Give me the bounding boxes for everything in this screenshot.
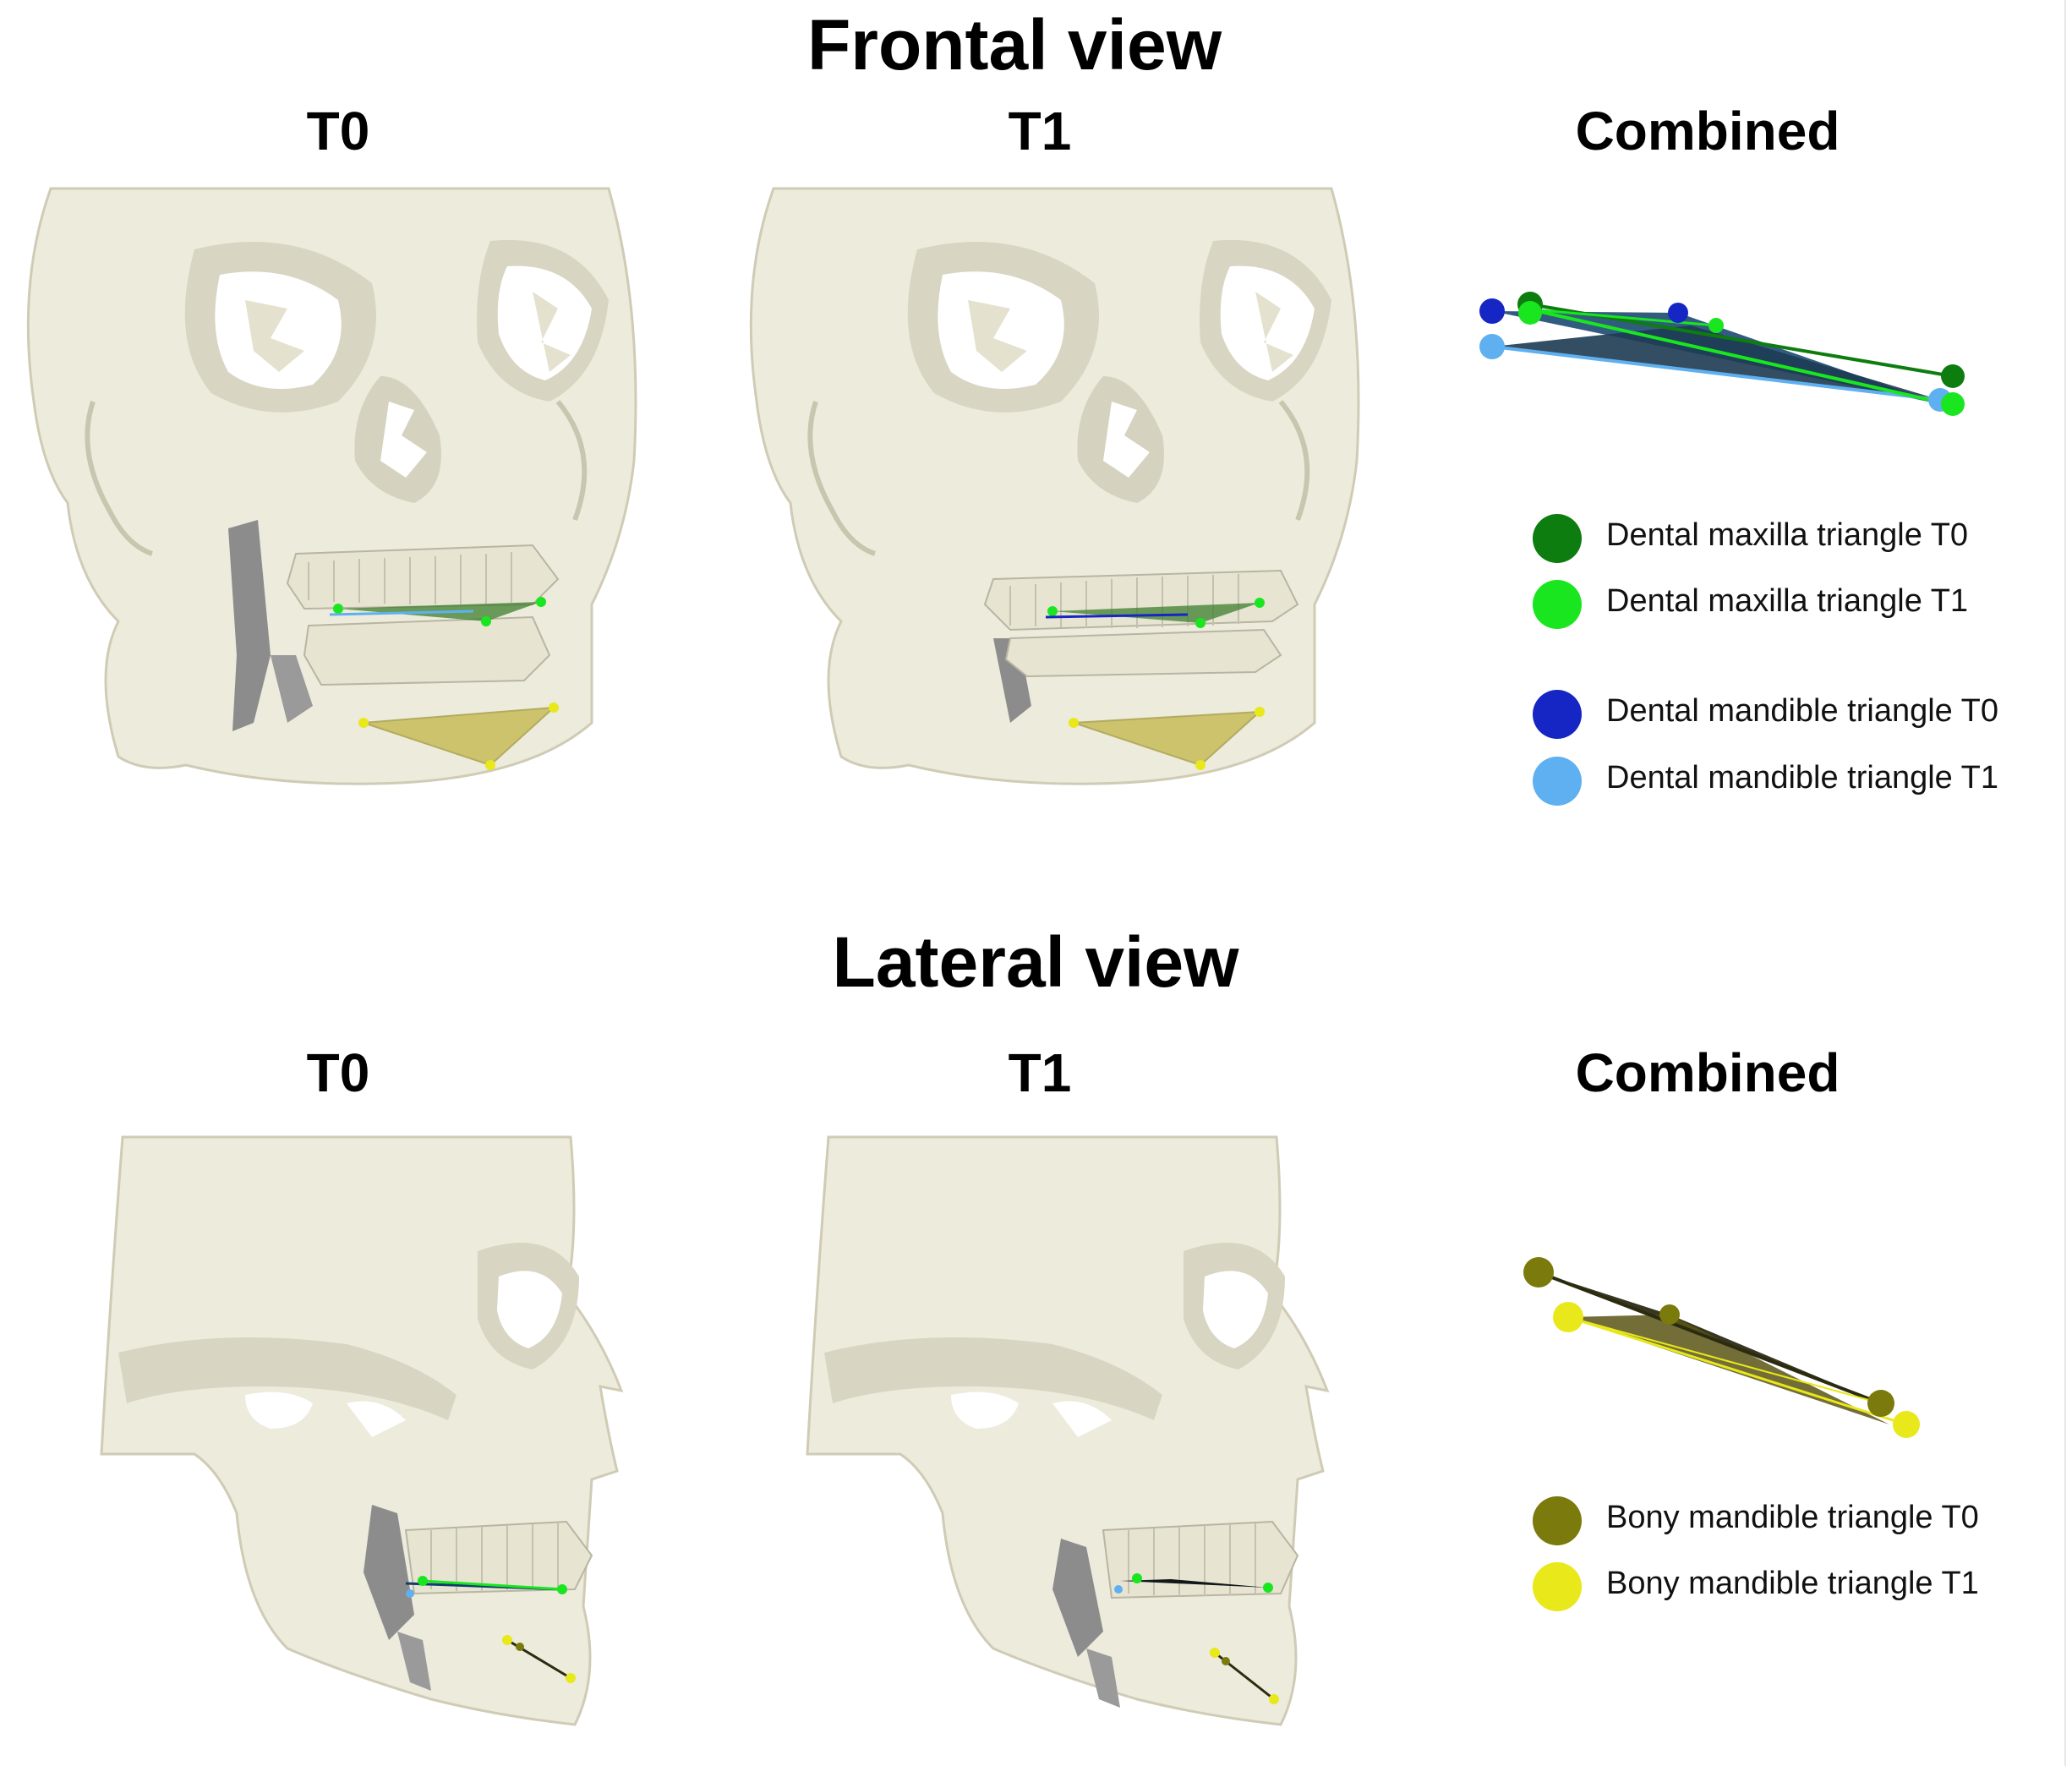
lateral-combined-triangles: [1523, 1257, 1920, 1438]
jaw-shadow: [364, 1505, 431, 1691]
teeth-upper: [286, 544, 560, 610]
zygomatic-arch: [118, 1337, 456, 1437]
frontal-t1-skull-image: [749, 187, 1360, 785]
bony-mandible-line: [502, 1635, 576, 1683]
frontal-view-title: Frontal view: [806, 5, 1222, 85]
right-orbit: [1200, 239, 1331, 402]
lateral-view-title: Lateral view: [832, 922, 1239, 1002]
skull-shape: [100, 1135, 624, 1726]
legend-dot-bony-t1: [1533, 1562, 1582, 1611]
orbit: [478, 1243, 579, 1370]
zygomatic-arch: [824, 1337, 1162, 1437]
skull-shape: [806, 1135, 1330, 1726]
legend-dot-mandible-t1: [1533, 757, 1582, 806]
dental-triangle-lateral: [405, 1576, 567, 1598]
legend-label-bony-t0: Bony mandible triangle T0: [1606, 1500, 1979, 1535]
dental-maxilla-triangle: [329, 597, 546, 626]
legend-label-maxilla-t1: Dental maxilla triangle T1: [1606, 583, 1969, 619]
legend-label-mandible-t1: Dental mandible triangle T1: [1606, 760, 1999, 796]
lateral-t1-title: T1: [1008, 1042, 1072, 1103]
jaw-shadow: [1052, 1539, 1120, 1708]
lateral-t0-title: T0: [306, 1042, 370, 1103]
legend-dot-bony-t0: [1533, 1496, 1582, 1545]
left-orbit: [184, 242, 376, 413]
lateral-t0-skull-image: [100, 1135, 624, 1726]
frontal-t1-title: T1: [1008, 101, 1072, 161]
legend-dot-maxilla-t1: [1533, 580, 1582, 629]
lateral-t1-skull-image: [806, 1135, 1330, 1726]
left-orbit: [907, 242, 1099, 413]
dark-gap: [228, 520, 313, 731]
frontal-t0-skull-image: [26, 187, 637, 785]
teeth-upper: [983, 569, 1299, 631]
frontal-combined-title: Combined: [1575, 101, 1840, 161]
legend-label-maxilla-t0: Dental maxilla triangle T0: [1606, 517, 1969, 553]
frontal-combined-triangles: [1479, 292, 1965, 416]
nasal-cavity: [354, 376, 441, 503]
dental-triangle-lateral: [1114, 1573, 1273, 1594]
nasal-cavity: [1077, 376, 1164, 503]
right-orbit: [477, 239, 609, 402]
teeth-lower: [303, 615, 551, 686]
orbit: [1184, 1243, 1285, 1370]
teeth-lower: [1004, 628, 1282, 678]
bony-mandible-triangle: [1069, 707, 1265, 770]
teeth: [1102, 1520, 1299, 1599]
dental-maxilla-triangle: [1045, 598, 1265, 628]
legend-dot-mandible-t0: [1533, 690, 1582, 739]
bony-mandible-triangle: [358, 703, 559, 770]
frontal-t0-title: T0: [306, 101, 370, 161]
legend-label-mandible-t0: Dental mandible triangle T0: [1606, 693, 1999, 729]
legend-label-bony-t1: Bony mandible triangle T1: [1606, 1566, 1979, 1601]
bony-mandible-line: [1210, 1648, 1279, 1704]
lateral-combined-title: Combined: [1575, 1042, 1840, 1103]
right-border: [2064, 0, 2066, 1766]
legend-dot-maxilla-t0: [1533, 514, 1582, 563]
